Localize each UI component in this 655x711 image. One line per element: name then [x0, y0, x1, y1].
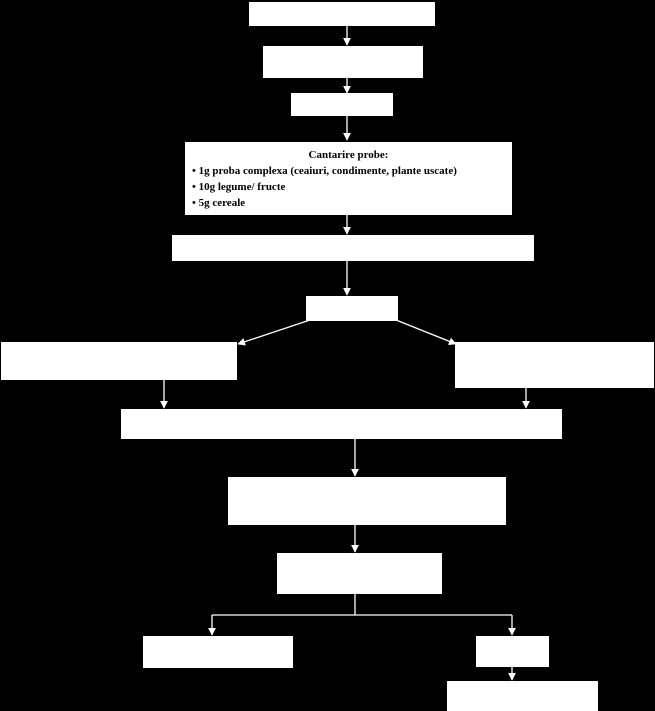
- final-box: [447, 681, 598, 711]
- step-box-3: [291, 93, 393, 116]
- step-box-1: [249, 2, 435, 26]
- weighing-box: Cantarire probe: 1g proba complexa (ceai…: [185, 142, 512, 215]
- weighing-item-complex: 1g proba complexa (ceaiuri, condimente, …: [192, 163, 505, 179]
- weighing-item-vegetables: 10g legume/ fructe: [192, 179, 505, 195]
- arrow-split-to-left: [237, 319, 311, 346]
- merge-box: [121, 409, 562, 439]
- step-box-9: [228, 477, 506, 525]
- weighing-item-cereals: 5g cereale: [192, 195, 505, 211]
- step-box-5: [172, 235, 534, 261]
- split-box: [306, 296, 398, 321]
- right-branch-box: [455, 342, 654, 388]
- left-branch-box: [1, 342, 237, 380]
- weighing-list: 1g proba complexa (ceaiuri, condimente, …: [192, 163, 505, 211]
- left-end-box: [143, 636, 293, 668]
- right-end-box: [476, 636, 549, 667]
- step-box-10: [277, 553, 442, 594]
- weighing-title: Cantarire probe:: [308, 149, 389, 161]
- arrow-split-to-right: [395, 319, 457, 346]
- step-box-2: [263, 46, 423, 78]
